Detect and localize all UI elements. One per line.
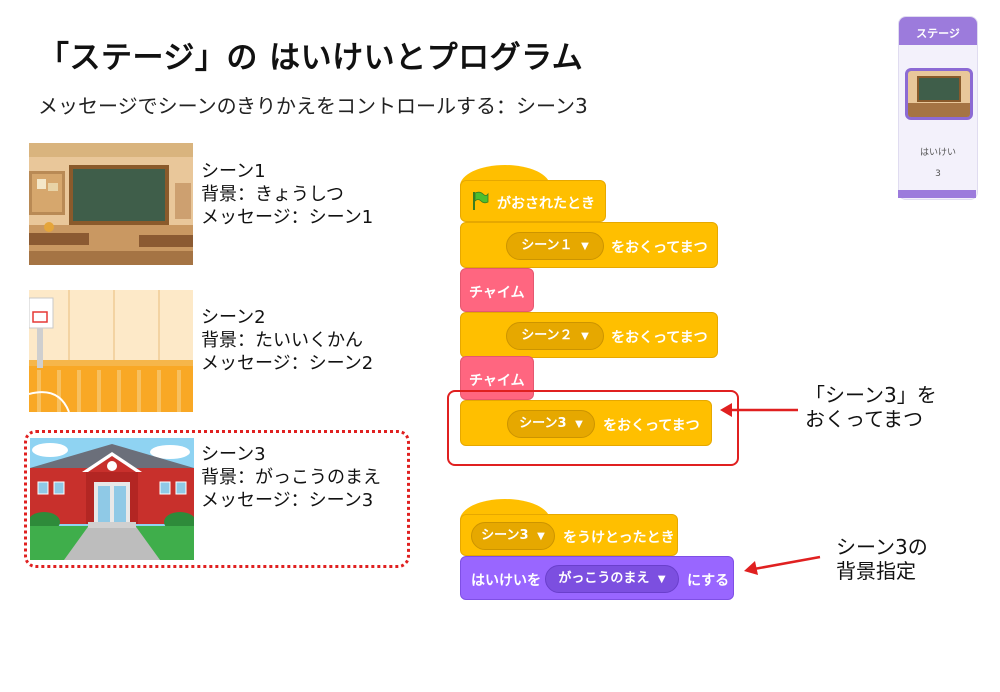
broadcast3-message: シーン3: [519, 416, 567, 431]
when-flag-clicked-block[interactable]: がおされたとき: [460, 180, 606, 222]
chime2-label: チャイム: [469, 373, 525, 389]
play-sound-block-1[interactable]: チャイム: [460, 268, 534, 312]
scene3-message: メッセージ：シーン3: [201, 490, 374, 511]
backdrops-label: はいけい: [919, 148, 956, 158]
scene2-description: シーン2 背景：たいいくかん メッセージ：シーン2: [201, 306, 373, 375]
broadcast3-suffix: をおくってまつ: [603, 418, 700, 434]
caret-down-icon: ▼: [537, 531, 545, 542]
page-subtitle: メッセージでシーンのきりかえをコントロールする：シーン3: [38, 94, 588, 118]
scene1-backdrop: 背景：きょうしつ: [201, 184, 344, 205]
broadcast3-highlight-box: [447, 390, 739, 466]
caret-down-icon: ▼: [581, 241, 589, 252]
stage-thumbnail[interactable]: [905, 68, 973, 120]
chime1-label: チャイム: [469, 285, 525, 301]
when-i-receive-block[interactable]: シーン3 ▼ をうけとったとき: [460, 514, 678, 556]
scene2-backdrop: 背景：たいいくかん: [201, 330, 363, 351]
backdrop-callout: シーン3の 背景指定: [836, 535, 928, 583]
scene1-description: シーン1 背景：きょうしつ メッセージ：シーン1: [201, 160, 373, 229]
send-callout-line1: 「シーン3」を: [805, 383, 937, 407]
stage-panel-bottom-bar: [898, 190, 976, 198]
backdrop-callout-line2: 背景指定: [836, 559, 916, 583]
send-callout: 「シーン3」を おくってまつ: [805, 383, 937, 431]
switch-backdrop-block[interactable]: はいけいを がっこうのまえ ▼ にする: [460, 556, 734, 600]
scene1-name: シーン1: [201, 161, 266, 182]
broadcast-and-wait-block-2[interactable]: シーン２ ▼ をおくってまつ: [460, 312, 718, 358]
send-callout-line2: おくってまつ: [805, 407, 923, 431]
backdrop-callout-line1: シーン3の: [836, 535, 928, 559]
caret-down-icon: ▼: [575, 419, 583, 430]
receive-message-dropdown[interactable]: シーン3 ▼: [471, 522, 555, 550]
broadcast1-suffix: をおくってまつ: [611, 240, 708, 256]
when-flag-label: がおされたとき: [497, 196, 595, 212]
scene3-name: シーン3: [201, 444, 266, 465]
backdrops-count: 3: [935, 169, 941, 179]
broadcast2-message: シーン２: [521, 328, 573, 343]
stage-panel-header: ステージ: [899, 17, 977, 45]
classroom-image: [29, 143, 193, 265]
caret-down-icon: ▼: [657, 574, 666, 585]
arrow-left-icon: [720, 403, 798, 417]
caret-down-icon: ▼: [581, 331, 589, 342]
broadcast1-message-dropdown[interactable]: シーン１ ▼: [506, 232, 604, 260]
broadcast2-message-dropdown[interactable]: シーン２ ▼: [506, 322, 604, 350]
broadcast-and-wait-block-3[interactable]: シーン3 ▼ をおくってまつ: [460, 400, 712, 446]
backdrop-dropdown[interactable]: がっこうのまえ ▼: [545, 565, 679, 593]
scene1-message: メッセージ：シーン1: [201, 207, 374, 228]
scene3-backdrop: 背景：がっこうのまえ: [201, 467, 381, 488]
school-image: [30, 438, 194, 560]
play-sound-block-2[interactable]: チャイム: [460, 356, 534, 400]
broadcast1-message: シーン１: [521, 238, 573, 253]
switch-backdrop-prefix: はいけいを: [471, 573, 541, 589]
green-flag-icon: [471, 191, 489, 215]
receive-message: シーン3: [481, 528, 529, 543]
page-title: 「ステージ」の はいけいとプログラム: [38, 40, 584, 76]
scene2-message: メッセージ：シーン2: [201, 353, 374, 374]
gym-image: [29, 290, 193, 412]
broadcast3-message-dropdown[interactable]: シーン3 ▼: [507, 410, 595, 438]
broadcast-and-wait-block-1[interactable]: シーン１ ▼ をおくってまつ: [460, 222, 718, 268]
scene3-highlight-box: [24, 430, 410, 568]
scene3-description: シーン3 背景：がっこうのまえ メッセージ：シーン3: [201, 443, 381, 512]
stage-panel[interactable]: ステージ はいけい 3: [898, 16, 978, 200]
backdrop-value: がっこうのまえ: [558, 571, 650, 586]
scene2-name: シーン2: [201, 307, 266, 328]
broadcast2-suffix: をおくってまつ: [611, 330, 708, 346]
receive-suffix: をうけとったとき: [563, 530, 675, 546]
switch-backdrop-suffix: にする: [687, 573, 730, 589]
arrow-left-icon-2: [744, 555, 821, 575]
